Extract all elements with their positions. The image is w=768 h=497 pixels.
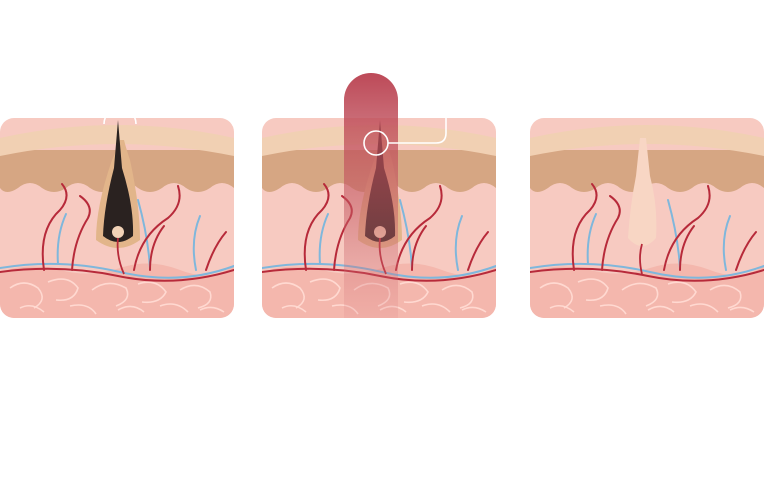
arteries	[0, 183, 234, 282]
laser-beam-icon	[344, 73, 398, 318]
fat-cells	[539, 278, 755, 315]
callout-marker	[363, 118, 447, 156]
fat-cells	[9, 278, 225, 315]
hair-follicle-icon	[96, 120, 140, 275]
panel-after	[530, 118, 764, 318]
panel-before	[0, 118, 234, 318]
callout-marker	[103, 107, 137, 125]
arteries	[530, 183, 764, 282]
faded-hair-follicle-icon	[628, 138, 657, 275]
epidermis-layer	[530, 125, 764, 156]
